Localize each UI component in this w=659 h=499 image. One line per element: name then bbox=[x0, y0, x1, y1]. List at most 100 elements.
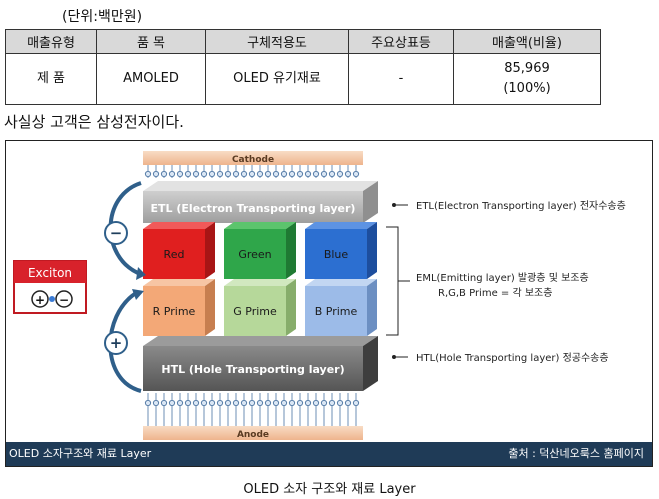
cathode-electrode-bead bbox=[184, 170, 192, 178]
prime-r: R Prime bbox=[143, 279, 215, 336]
table-header-row: 매출유형 품 목 구체적용도 주요상표등 매출액(비율) bbox=[5, 29, 601, 54]
anode-electrode-bead bbox=[320, 399, 328, 407]
anode-electrode-bead bbox=[232, 399, 240, 407]
anode-electrode-bead bbox=[200, 399, 208, 407]
cathode-electrode-bead bbox=[336, 170, 344, 178]
cell-brand: - bbox=[348, 53, 454, 105]
exciton-link-dot bbox=[49, 296, 55, 302]
anode-electrode-bead bbox=[272, 399, 280, 407]
cell-sales-type: 제 품 bbox=[5, 53, 97, 105]
anode-layer bbox=[143, 426, 363, 440]
cathode-electrode-bead bbox=[312, 170, 320, 178]
cathode-electrode-bead bbox=[344, 170, 352, 178]
anode-electrode-bead bbox=[160, 399, 168, 407]
htl-label: HTL (Hole Transporting layer) bbox=[161, 363, 344, 376]
green-cube bbox=[224, 229, 286, 279]
figure-source: 출처 : 덕산네오룩스 홈페이지 bbox=[508, 447, 644, 460]
minus-charge-icon bbox=[104, 221, 128, 245]
eml-annotation: EML(Emitting layer) 발광층 및 보조층 bbox=[416, 272, 589, 284]
cathode-electrode-bead bbox=[224, 170, 232, 178]
cathode-electrode-bead bbox=[192, 170, 200, 178]
anode-electrode-bead bbox=[144, 399, 152, 407]
etl-side-face bbox=[363, 181, 378, 223]
cathode-electrode-bead bbox=[176, 170, 184, 178]
blue-label: Blue bbox=[324, 248, 349, 261]
unit-note: (단위:백만원) bbox=[62, 9, 143, 25]
anode-label: Anode bbox=[237, 430, 269, 440]
plus-symbol: + bbox=[110, 334, 123, 352]
cathode-electrode-bead bbox=[152, 170, 160, 178]
r-prime-cube bbox=[143, 286, 205, 336]
cathode-electrode-bead bbox=[160, 170, 168, 178]
anode-electrodes bbox=[144, 393, 360, 426]
anode-electrode-bead bbox=[168, 399, 176, 407]
cathode-layer bbox=[143, 151, 363, 165]
anode-electrode-bead bbox=[288, 399, 296, 407]
anode-electrode-bead bbox=[264, 399, 272, 407]
cathode-electrode-bead bbox=[304, 170, 312, 178]
cell-use: OLED 유기재료 bbox=[205, 53, 349, 105]
cathode-electrode-bead bbox=[200, 170, 208, 178]
amount-ratio: (100%) bbox=[503, 81, 551, 96]
g-prime-side bbox=[286, 279, 296, 336]
eml-bracket bbox=[386, 226, 399, 336]
b-prime-cube bbox=[305, 286, 367, 336]
anode-electrode-bead bbox=[304, 399, 312, 407]
header-brand: 주요상표등 bbox=[348, 29, 454, 54]
prime-g: G Prime bbox=[224, 279, 296, 336]
exciton-plus: + bbox=[35, 293, 45, 307]
htl-top-face bbox=[143, 336, 378, 346]
g-prime-label: G Prime bbox=[233, 305, 277, 318]
minus-symbol: − bbox=[110, 224, 123, 242]
anode-electrode-bead bbox=[312, 399, 320, 407]
emitter-blue: Blue bbox=[305, 222, 377, 279]
customer-sentence: 사실상 고객은 삼성전자이다. bbox=[4, 113, 184, 131]
blue-side bbox=[367, 222, 377, 279]
anode-electrode-bead bbox=[192, 399, 200, 407]
cathode-electrode-bead bbox=[168, 170, 176, 178]
cathode-electrode-bead bbox=[320, 170, 328, 178]
oled-diagram: Cathode ETL (Electron Transporting layer… bbox=[6, 151, 652, 466]
htl-layer bbox=[143, 346, 363, 391]
header-item: 품 목 bbox=[96, 29, 206, 54]
green-side bbox=[286, 222, 296, 279]
cathode-electrode-bead bbox=[208, 170, 216, 178]
cathode-electrode-bead bbox=[232, 170, 240, 178]
table-row: 제 품 AMOLED OLED 유기재료 - 85,969 (100%) bbox=[5, 53, 601, 105]
r-prime-side bbox=[205, 279, 215, 336]
exciton-hole-icon bbox=[31, 290, 49, 308]
b-prime-label: B Prime bbox=[315, 305, 358, 318]
cathode-electrodes bbox=[144, 165, 360, 178]
exciton-electron-icon bbox=[55, 290, 73, 308]
cathode-electrode-bead bbox=[240, 170, 248, 178]
cathode-electrode-bead bbox=[296, 170, 304, 178]
b-prime-side bbox=[367, 279, 377, 336]
anode-electrode-bead bbox=[176, 399, 184, 407]
anode-electrode-bead bbox=[352, 399, 360, 407]
cathode-label: Cathode bbox=[232, 155, 274, 165]
exciton-label: Exciton bbox=[28, 266, 72, 280]
cathode-electrode-bead bbox=[328, 170, 336, 178]
plus-charge-icon bbox=[104, 331, 128, 355]
anode-electrode-bead bbox=[296, 399, 304, 407]
emitter-red: Red bbox=[143, 222, 215, 279]
cell-item: AMOLED bbox=[96, 53, 206, 105]
red-top bbox=[143, 222, 215, 229]
cathode-electrode-bead bbox=[280, 170, 288, 178]
emitter-green: Green bbox=[224, 222, 296, 279]
red-side bbox=[205, 222, 215, 279]
green-label: Green bbox=[238, 248, 271, 261]
anode-electrode-bead bbox=[152, 399, 160, 407]
cathode-electrode-bead bbox=[216, 170, 224, 178]
blue-top bbox=[305, 222, 377, 229]
anode-electrode-bead bbox=[280, 399, 288, 407]
cell-amount: 85,969 (100%) bbox=[453, 53, 601, 105]
anode-electrode-bead bbox=[208, 399, 216, 407]
etl-annotation: ETL(Electron Transporting layer) 전자수송층 bbox=[416, 200, 626, 212]
sales-table: 매출유형 품 목 구체적용도 주요상표등 매출액(비율) 제 품 AMOLED … bbox=[5, 29, 601, 105]
red-label: Red bbox=[164, 248, 185, 261]
g-prime-top bbox=[224, 279, 296, 286]
cathode-electrode-bead bbox=[256, 170, 264, 178]
htl-bullet bbox=[392, 355, 396, 359]
exciton-header bbox=[14, 261, 86, 283]
